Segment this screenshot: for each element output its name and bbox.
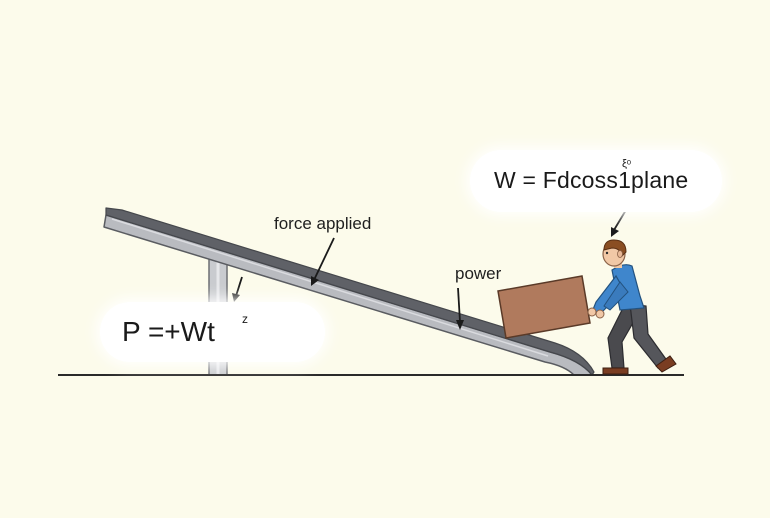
force-arrow [311, 237, 335, 286]
force-applied-label: force applied [274, 214, 372, 233]
power-equation: P =+Wt [122, 316, 215, 347]
power-equation-bubble: P =+Wt z [100, 302, 325, 362]
person-pushing [587, 239, 677, 375]
work-equation: W = Fdcoss1plane [494, 167, 688, 194]
power-label: power [455, 264, 502, 283]
power-arrow [456, 287, 464, 330]
power-equation-arrow [232, 276, 243, 302]
work-equation-superscript: ξᵒ [622, 158, 632, 170]
box [497, 275, 591, 339]
work-equation-main: W = Fdcoss [494, 167, 619, 193]
work-equation-arrow [611, 209, 627, 237]
power-equation-exponent: z [242, 312, 248, 326]
work-equation-tail: 1plane [618, 167, 689, 193]
work-equation-bubble: W = Fdcoss1plane ξᵒ [470, 150, 722, 212]
